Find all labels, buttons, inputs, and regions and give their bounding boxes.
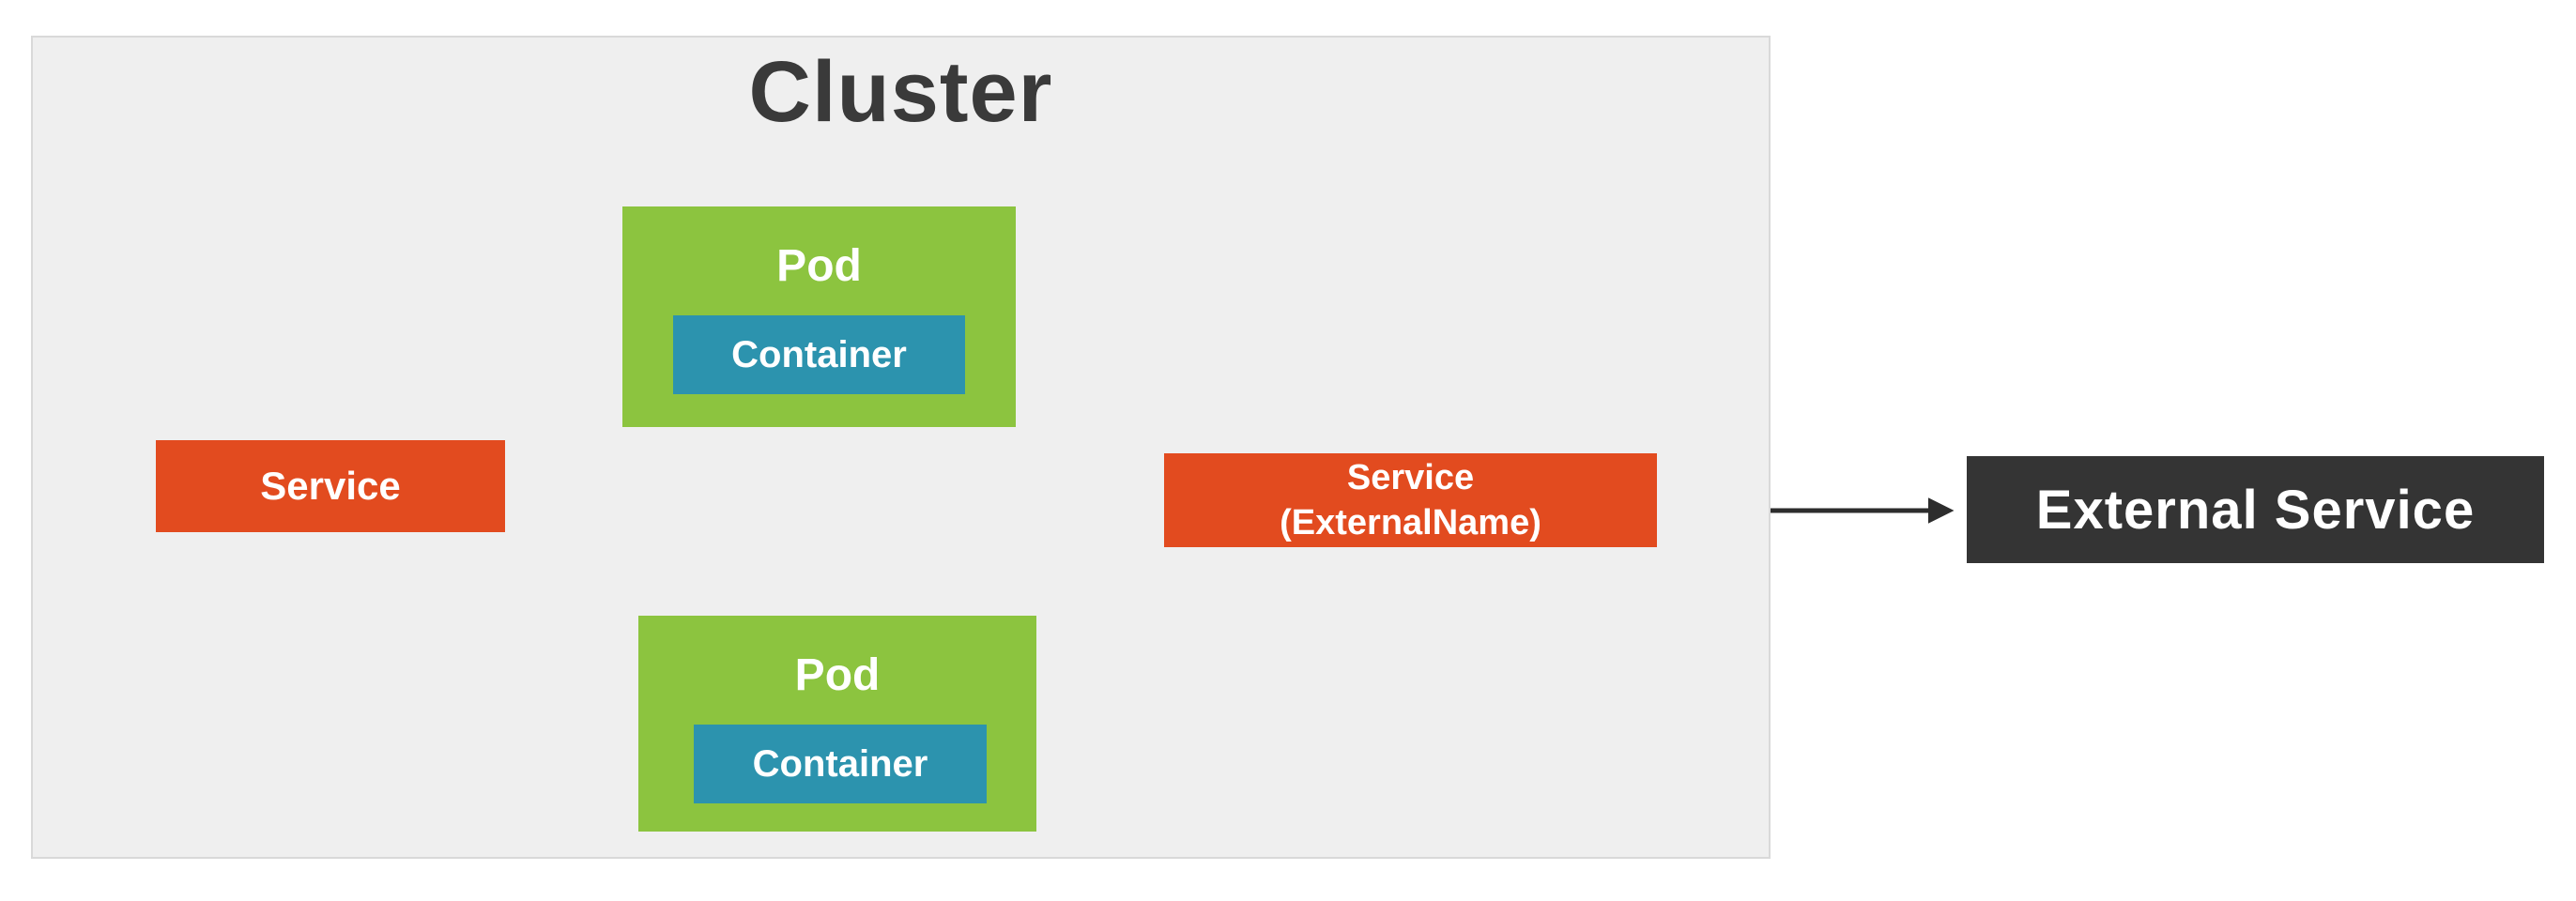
pod-bottom-label: Pod [794,650,881,700]
pod-top-container-label: Container [731,333,907,375]
pod-top-label: Pod [776,241,862,291]
pod-bottom-container-box: Container [694,725,987,803]
service-externalname-box: Service (ExternalName) [1164,453,1657,547]
external-service-label: External Service [2035,479,2476,541]
pod-bottom-box: Pod Container [638,616,1036,832]
cluster-title: Cluster [748,44,1053,140]
service-externalname-label-line1: Service [1346,458,1475,497]
service-externalname-label-line2: (ExternalName) [1280,503,1541,542]
pod-bottom-container-label: Container [752,742,928,785]
external-service-box: External Service [1967,456,2544,563]
service-label: Service [260,464,401,508]
pod-top-container-box: Container [673,315,965,394]
service-box: Service [156,440,505,532]
pod-top-box: Pod Container [622,206,1016,427]
